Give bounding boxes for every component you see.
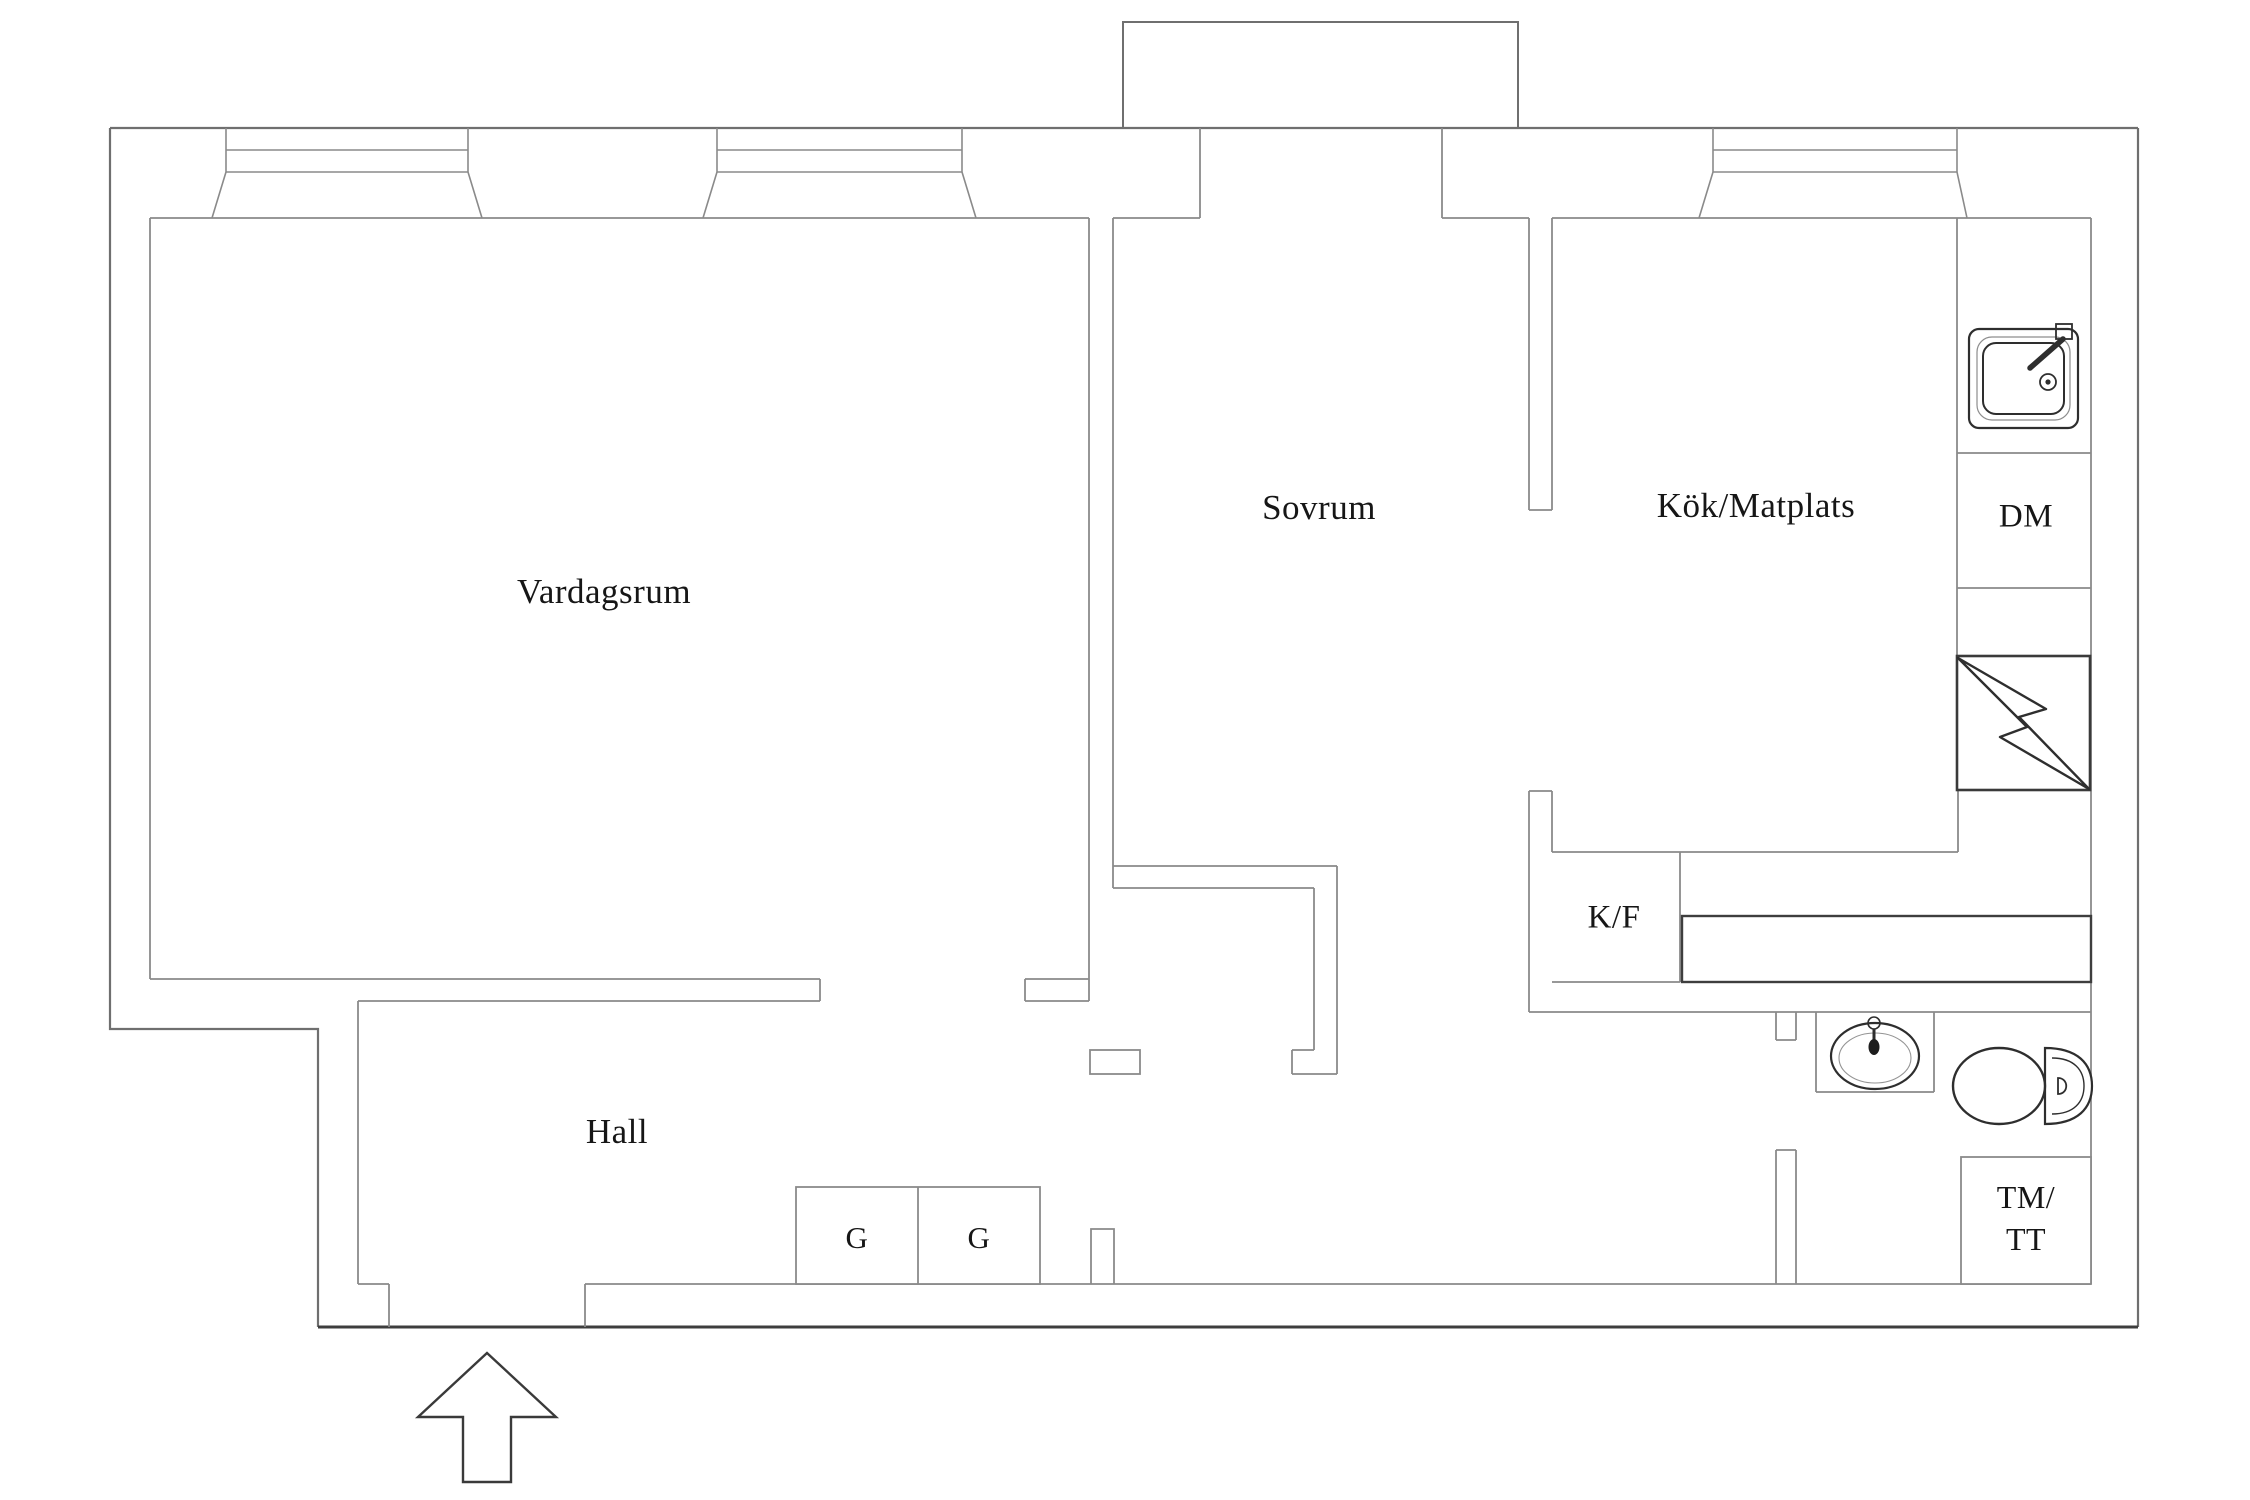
- washer-dryer-box: [1960, 1156, 2092, 1285]
- room-label-kok-matplats: Kök/Matplats: [1656, 486, 1856, 525]
- top-bumpout: [1122, 21, 1519, 128]
- fixture-label-wardrobe-1: G: [845, 1220, 869, 1255]
- room-label-sovrum: Sovrum: [1262, 488, 1376, 527]
- kitchen-counter: [1680, 914, 2093, 984]
- room-label-vardagsrum: Vardagsrum: [516, 572, 692, 611]
- fixture-label-dishwasher: DM: [1998, 498, 2054, 535]
- outer-walls: [108, 126, 2140, 1327]
- fixture-label-washer-dryer: TM/ TT: [1997, 1176, 2055, 1260]
- stove-lightning-icon: [1955, 654, 2092, 792]
- washer-dryer-line2: TT: [2005, 1221, 2047, 1257]
- fixture-label-fridge-freezer: K/F: [1587, 899, 1641, 936]
- kitchen-sink-icon: [1967, 323, 2080, 430]
- toilet-icon: [1951, 1046, 2094, 1126]
- room-label-hall: Hall: [585, 1112, 649, 1151]
- wardrobe-boxes: [795, 1186, 1041, 1285]
- fixture-label-wardrobe-2: G: [967, 1220, 991, 1255]
- interior-walls: [149, 128, 2092, 1327]
- window-icon: [211, 128, 1968, 219]
- bathroom-sink-icon: [1829, 1016, 1921, 1091]
- entrance-arrow-icon: [414, 1351, 560, 1484]
- washer-dryer-line1: TM/: [1996, 1178, 2056, 1215]
